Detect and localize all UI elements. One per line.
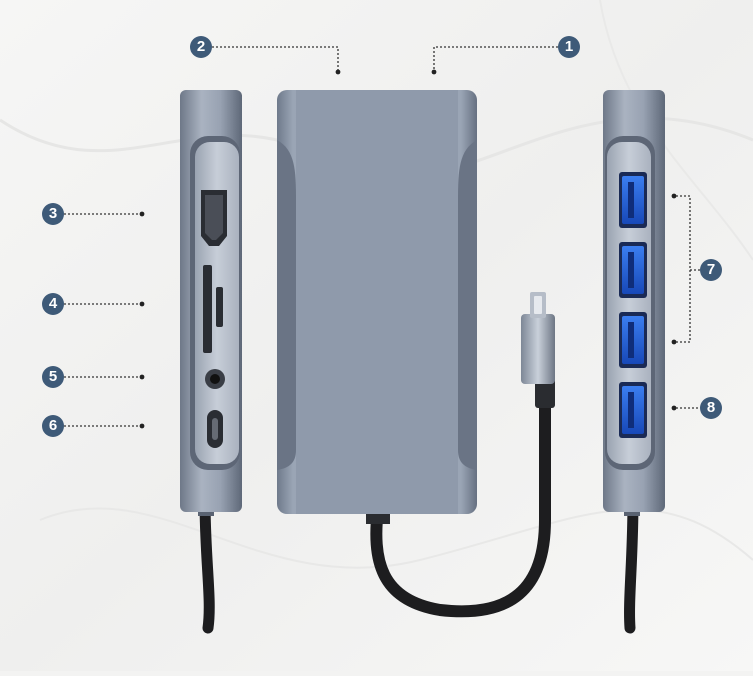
hdmi-port <box>201 190 227 246</box>
tf-card-slot <box>216 287 223 327</box>
usb-a-port-1 <box>619 172 647 228</box>
usb-a-port-4 <box>619 382 647 438</box>
right-side-view <box>603 90 665 634</box>
audio-jack <box>205 369 225 389</box>
cable-left <box>199 494 215 634</box>
callout-1: 1 <box>558 36 580 58</box>
leader-dots <box>139 69 677 429</box>
cable-main <box>370 394 551 618</box>
callout-6: 6 <box>42 415 64 437</box>
usb-c-connector <box>521 314 555 384</box>
callout-8: 8 <box>700 397 722 419</box>
sd-card-slot <box>203 265 212 353</box>
callout-2: 2 <box>190 36 212 58</box>
callout-4: 4 <box>42 293 64 315</box>
cable-right <box>624 494 639 634</box>
top-view <box>277 90 555 618</box>
callout-7: 7 <box>700 259 722 281</box>
left-side-view <box>180 90 242 634</box>
leader-lines <box>64 46 700 427</box>
usb-c-port <box>207 410 223 448</box>
usb-a-port-3 <box>619 312 647 368</box>
usb-a-port-2 <box>619 242 647 298</box>
callout-3: 3 <box>42 203 64 225</box>
callout-5: 5 <box>42 366 64 388</box>
